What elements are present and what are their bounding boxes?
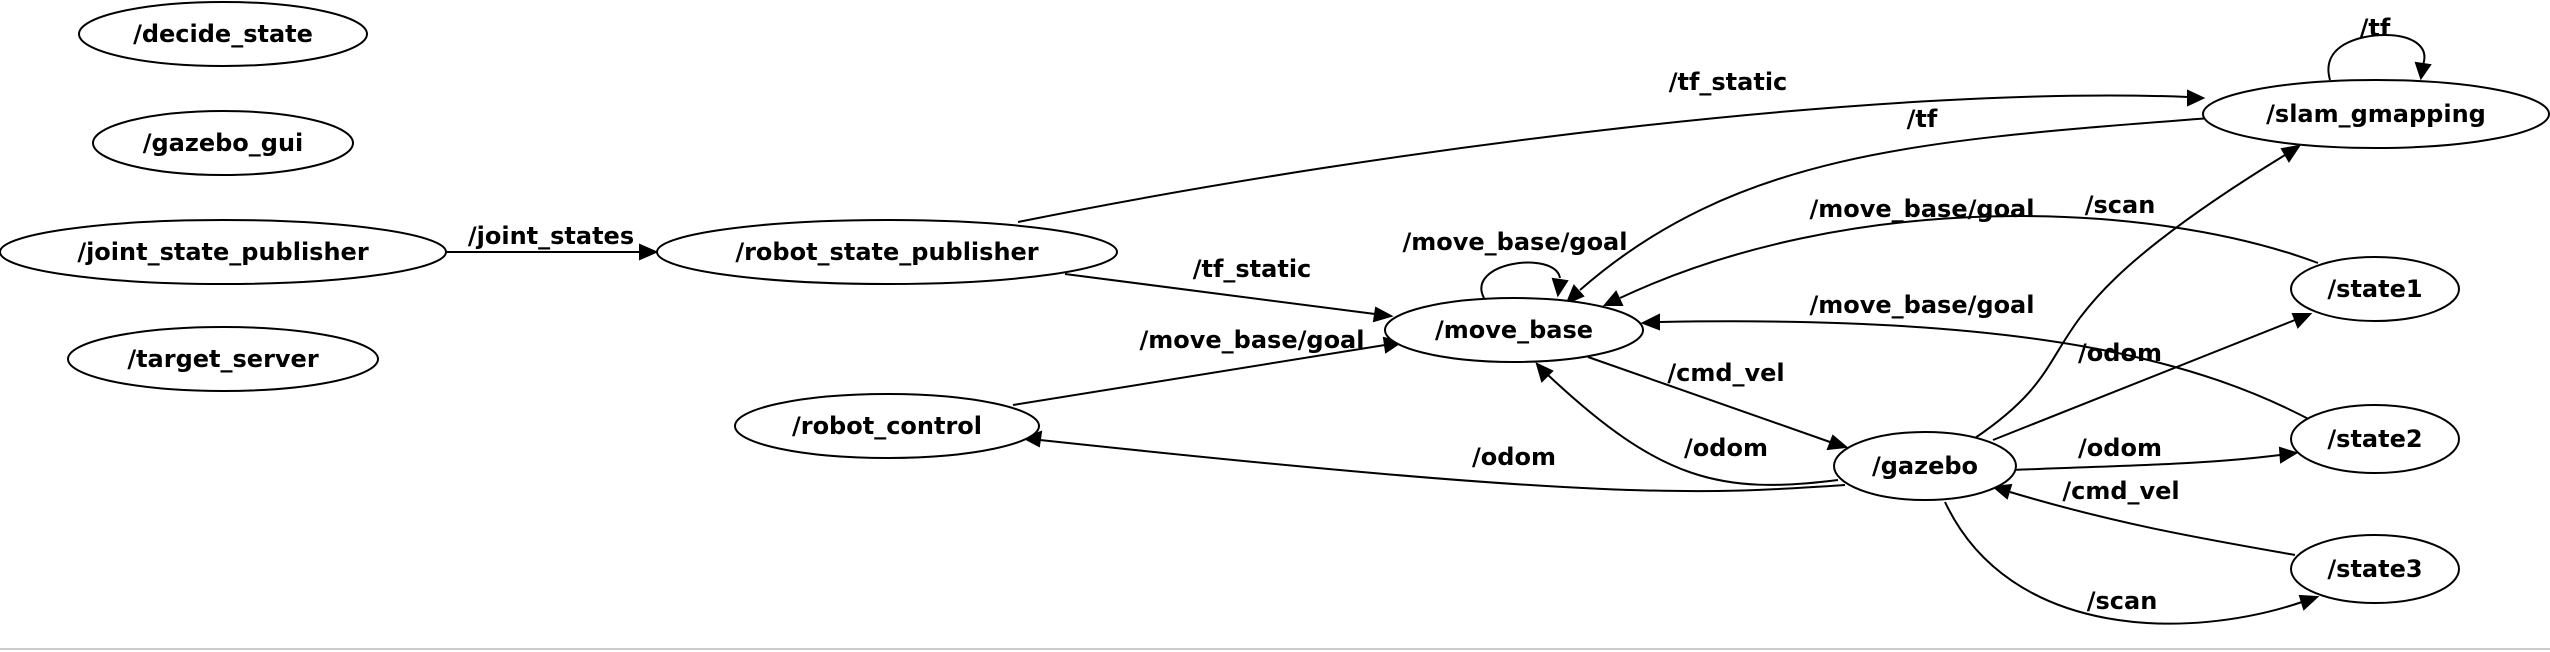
- edge-scan-to-state3[interactable]: /scan: [1944, 501, 2320, 625]
- edge-label: /scan: [2085, 191, 2156, 219]
- svg-text:/joint_state_publisher: /joint_state_publisher: [77, 238, 369, 266]
- edge-cmd-vel-to-gazebo[interactable]: /cmd_vel: [1587, 356, 1849, 451]
- edge-tf-to-move-base[interactable]: /tf: [1565, 105, 2211, 305]
- edge-odom-to-state2[interactable]: /odom: [2012, 434, 2299, 471]
- node-gazebo-gui[interactable]: /gazebo_gui: [92, 110, 354, 176]
- node-target-server[interactable]: /target_server: [67, 326, 379, 392]
- edge-move-base-goal-robot-control[interactable]: /move_base/goal: [1012, 326, 1404, 406]
- edge-odom-to-robot-control[interactable]: /odom: [1021, 430, 1846, 493]
- edge-label: /tf_static: [1669, 68, 1788, 96]
- edge-label: /scan: [2087, 587, 2158, 615]
- node-state3[interactable]: /state3: [2290, 534, 2460, 604]
- svg-text:/state3: /state3: [2327, 555, 2422, 583]
- edge-move-base-goal-state1[interactable]: /move_base/goal: [1602, 195, 2319, 306]
- edge-label: /tf: [1907, 105, 1938, 133]
- svg-text:/state2: /state2: [2327, 425, 2422, 453]
- edge-tf-slam-self[interactable]: /tf: [2327, 14, 2432, 81]
- svg-text:/robot_control: /robot_control: [792, 412, 982, 440]
- svg-text:/decide_state: /decide_state: [133, 20, 313, 48]
- edge-label: /move_base/goal: [1140, 326, 1365, 354]
- edge-label: /move_base/goal: [1403, 228, 1628, 256]
- edge-label: /move_base/goal: [1810, 195, 2035, 223]
- svg-text:/state1: /state1: [2327, 275, 2422, 303]
- edge-label: /odom: [2078, 434, 2162, 462]
- edge-joint-states[interactable]: /joint_states: [447, 222, 659, 261]
- node-state2[interactable]: /state2: [2290, 404, 2460, 474]
- svg-text:/gazebo_gui: /gazebo_gui: [143, 129, 304, 157]
- edge-move-base-goal-state2[interactable]: /move_base/goal: [1640, 291, 2319, 425]
- svg-text:/move_base: /move_base: [1435, 316, 1593, 344]
- edge-tf-static-to-move-base[interactable]: /tf_static: [1064, 255, 1394, 323]
- node-slam-gmapping[interactable]: /slam_gmapping: [2202, 79, 2550, 149]
- node-move-base[interactable]: /move_base: [1384, 297, 1644, 363]
- svg-text:/robot_state_publisher: /robot_state_publisher: [735, 238, 1038, 266]
- edge-label: /tf_static: [1193, 255, 1312, 283]
- edge-odom-to-state1[interactable]: /odom: [1992, 313, 2313, 441]
- edge-label: /odom: [1472, 443, 1556, 471]
- edge-scan-to-slam[interactable]: /scan: [1974, 144, 2302, 439]
- edge-label: /tf: [2360, 14, 2391, 42]
- node-decide-state[interactable]: /decide_state: [78, 1, 368, 67]
- edge-label: /odom: [2078, 339, 2162, 367]
- svg-text:/target_server: /target_server: [127, 345, 319, 373]
- edge-tf-static-to-slam[interactable]: /tf_static: [1017, 68, 2206, 223]
- edge-label: /joint_states: [468, 222, 634, 250]
- svg-text:/slam_gmapping: /slam_gmapping: [2266, 100, 2486, 128]
- svg-text:/gazebo: /gazebo: [1872, 452, 1978, 480]
- node-state1[interactable]: /state1: [2290, 256, 2460, 322]
- bottom-divider: [0, 648, 2550, 650]
- edge-odom-to-move-base[interactable]: /odom: [1535, 362, 1839, 486]
- node-robot-control[interactable]: /robot_control: [734, 393, 1040, 459]
- node-gazebo[interactable]: /gazebo: [1833, 431, 2017, 501]
- edge-label: /cmd_vel: [2062, 477, 2179, 505]
- edge-label: /cmd_vel: [1667, 359, 1784, 387]
- edge-label: /odom: [1684, 434, 1768, 462]
- edge-cmd-vel-from-state3[interactable]: /cmd_vel: [1991, 477, 2296, 556]
- edge-label: /move_base/goal: [1810, 291, 2035, 319]
- edge-move-base-goal-self[interactable]: /move_base/goal: [1403, 228, 1628, 299]
- node-robot-state-publisher[interactable]: /robot_state_publisher: [656, 219, 1118, 285]
- node-joint-state-publisher[interactable]: /joint_state_publisher: [0, 219, 447, 285]
